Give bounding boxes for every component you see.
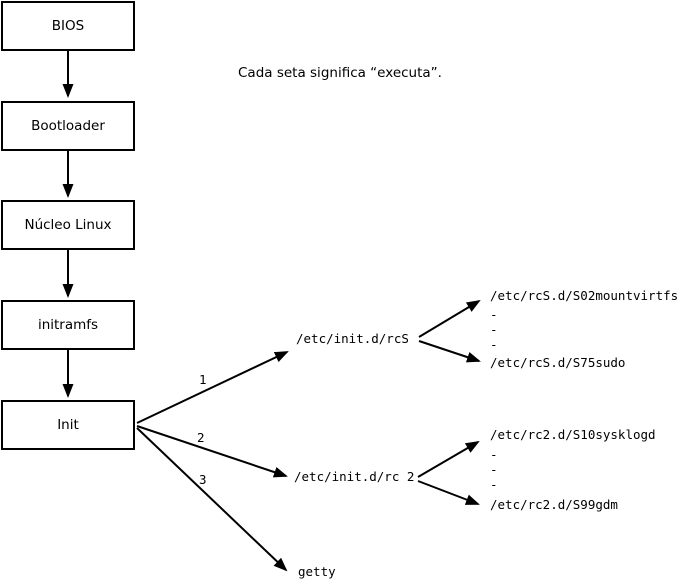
- flow-box-bootloader: Bootloader: [1, 101, 135, 151]
- diagram-caption: Cada seta significa “executa”.: [238, 65, 442, 81]
- script-label-rcs-last: /etc/rcS.d/S75sudo: [490, 355, 626, 370]
- flow-box-initramfs: initramfs: [1, 300, 135, 350]
- ellipsis-dash: -: [490, 462, 498, 477]
- target-label-rcs: /etc/init.d/rcS: [296, 331, 409, 346]
- arrow-init-to-rcs: [136, 351, 289, 424]
- arrow-init-to-rc2: [136, 425, 288, 478]
- ellipsis-dash: -: [490, 337, 498, 352]
- flow-box-bios: BIOS: [1, 1, 135, 51]
- target-label-rc2: /etc/init.d/rc 2: [294, 469, 415, 484]
- flow-box-linux-kernel: Núcleo Linux: [1, 200, 135, 250]
- ellipsis-dash: -: [490, 477, 498, 492]
- target-label-getty: getty: [298, 564, 336, 579]
- script-label-rc2-first: /etc/rc2.d/S10sysklogd: [490, 427, 656, 442]
- arrow-rc2-to-last-script: [417, 480, 480, 505]
- branch-number-1: 1: [199, 372, 207, 387]
- arrow-rc2-to-first-script: [417, 440, 480, 478]
- script-label-rc2-last: /etc/rc2.d/S99gdm: [490, 497, 618, 512]
- arrow-rcs-to-first-script: [418, 299, 481, 338]
- ellipsis-dash: -: [490, 307, 498, 322]
- ellipsis-dash: -: [490, 322, 498, 337]
- arrow-init-to-getty: [136, 427, 288, 572]
- script-label-rcs-first: /etc/rcS.d/S02mountvirtfs: [490, 288, 679, 303]
- ellipsis-dash: -: [490, 447, 498, 462]
- branch-number-2: 2: [197, 430, 205, 445]
- flow-box-init: Init: [1, 400, 135, 450]
- arrow-rcs-to-last-script: [418, 340, 481, 363]
- branch-number-3: 3: [199, 472, 207, 487]
